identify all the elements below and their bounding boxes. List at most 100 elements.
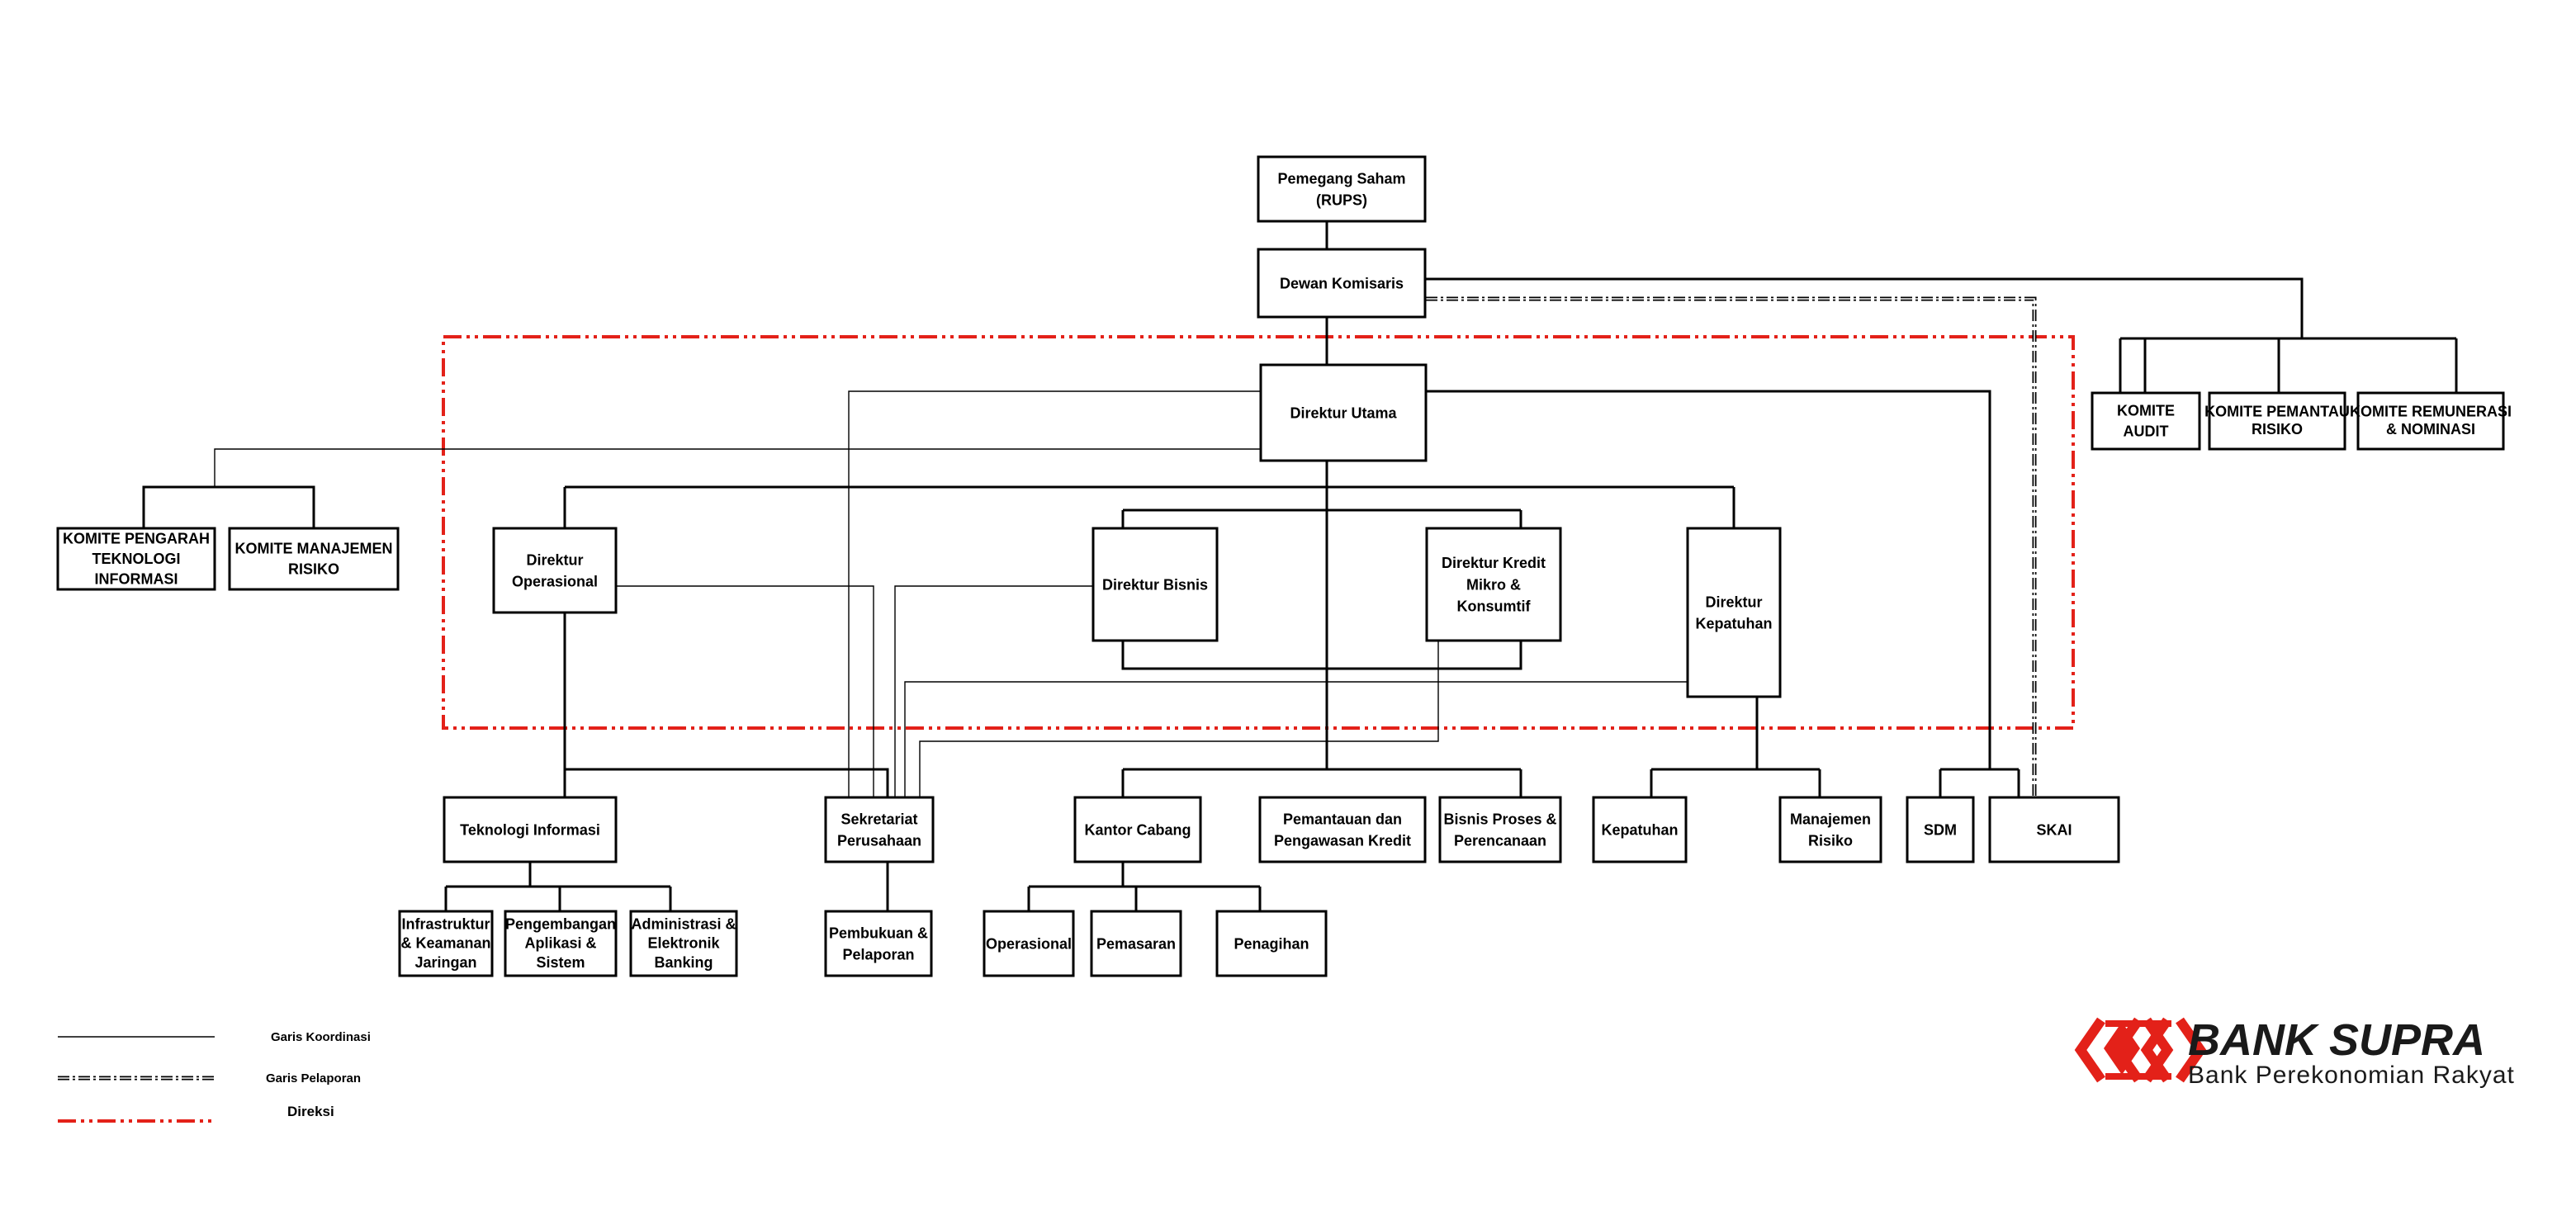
box-label: Penagihan [1234,935,1309,952]
box-label: Manajemen [1790,811,1871,827]
box-dewan-komisaris: Dewan Komisaris [1257,248,1427,319]
legend: Garis Koordinasi Garis Pelaporan Direksi [58,1030,371,1123]
box-label: TEKNOLOGI [92,551,181,567]
box-frame [2356,391,2505,451]
box-label: & Keamanan [400,935,490,952]
box-label: Pembukuan & [829,925,928,941]
box-label: KOMITE MANAJEMEN [234,541,392,557]
direksi-boundary [442,335,2075,730]
box-label: KOMITE PEMANTAU [2204,403,2350,419]
box-pemasaran: Pemasaran [1090,910,1182,977]
box-label: INFORMASI [95,571,178,588]
box-frame [1258,796,1427,863]
box-direktur-bisnis: Direktur Bisnis [1091,527,1219,642]
box-label: KOMITE PENGARAH [63,530,210,546]
box-label: Mikro & [1466,576,1521,593]
box-label: Kepatuhan [1601,821,1678,838]
box-label: Banking [654,954,713,971]
box-label: Aplikasi & [524,935,596,952]
box-frame [824,796,935,863]
box-label: Dewan Komisaris [1280,275,1404,291]
box-label: (RUPS) [1316,192,1367,208]
box-pembukuan: Pembukuan & Pelaporan [824,910,933,977]
box-frame [228,527,400,591]
box-label: Kantor Cabang [1084,821,1191,838]
box-label: SKAI [2036,821,2072,838]
box-operasional: Operasional [983,910,1075,977]
box-komite-pengarah-ti: KOMITE PENGARAH TEKNOLOGI INFORMASI [56,527,216,591]
box-label: Infrastruktur [401,915,490,932]
box-frame [629,910,738,977]
logo-title: BANK SUPRA [2188,1015,2485,1065]
box-frame [2208,391,2346,451]
box-label: SDM [1924,821,1957,838]
box-label: Elektronik [647,935,720,952]
box-rups: Pemegang Saham (RUPS) [1257,155,1427,223]
box-label: RISIKO [2252,421,2303,438]
box-sdm: SDM [1906,796,1975,863]
box-label: Operasional [986,935,1072,952]
box-label: Risiko [1808,832,1853,849]
legend-pelaporan-label: Garis Pelaporan [266,1071,361,1085]
box-frame [492,527,618,614]
box-frame [1425,527,1562,642]
box-frame [1592,796,1688,863]
box-kantor-cabang: Kantor Cabang [1073,796,1202,863]
box-frame [1215,910,1328,977]
box-frame [1438,796,1562,863]
box-komite-remunerasi: KOMITE REMUNERASI & NOMINASI [2350,391,2512,451]
box-label: Konsumtif [1457,598,1532,614]
box-label: Pengembangan [505,915,616,932]
box-label: Teknologi Informasi [460,821,600,838]
box-komite-audit: KOMITE AUDIT [2091,391,2201,451]
box-label: AUDIT [2124,423,2169,439]
box-label: Jaringan [414,954,476,971]
coordination-lines [214,390,1688,797]
legend-direksi-label: Direksi [287,1104,334,1119]
box-frame [1988,796,2120,863]
box-label: Pelaporan [842,946,914,962]
box-frame [2091,391,2201,451]
box-frame [1778,796,1882,863]
logo-mark-icon [2074,1017,2207,1083]
box-teknologi-informasi: Teknologi Informasi [443,796,618,863]
box-penagihan: Penagihan [1215,910,1328,977]
box-label: Direktur Utama [1290,404,1397,421]
box-frame [1073,796,1202,863]
box-frame [443,796,618,863]
box-label: Direktur [526,551,583,568]
box-label: Kepatuhan [1695,615,1772,631]
box-frame [824,910,933,977]
box-label: Sistem [536,954,585,971]
box-label: Bisnis Proses & [1443,811,1556,827]
box-frame [1686,527,1782,698]
box-label: Pengawasan Kredit [1274,832,1411,849]
box-label: Perencanaan [1454,832,1546,849]
box-komite-pemantau-risiko: KOMITE PEMANTAU RISIKO [2204,391,2350,451]
box-label: Direktur [1705,594,1762,610]
box-frame [1906,796,1975,863]
box-label: Perusahaan [837,832,921,849]
box-frame [1259,363,1428,462]
box-label: Pemegang Saham [1277,170,1405,187]
box-label: Administrasi & [631,915,736,932]
box-kepatuhan: Kepatuhan [1592,796,1688,863]
box-label: KOMITE [2117,403,2175,419]
box-label: KOMITE REMUNERASI [2350,403,2512,419]
box-frame [1090,910,1182,977]
box-frame [398,910,494,977]
box-label: Pemantauan dan [1283,811,1402,827]
box-label: & NOMINASI [2386,421,2475,438]
reporting-line [1426,296,2037,797]
box-bisnis-proses: Bisnis Proses & Perencanaan [1438,796,1562,863]
box-label: Operasional [512,573,598,589]
